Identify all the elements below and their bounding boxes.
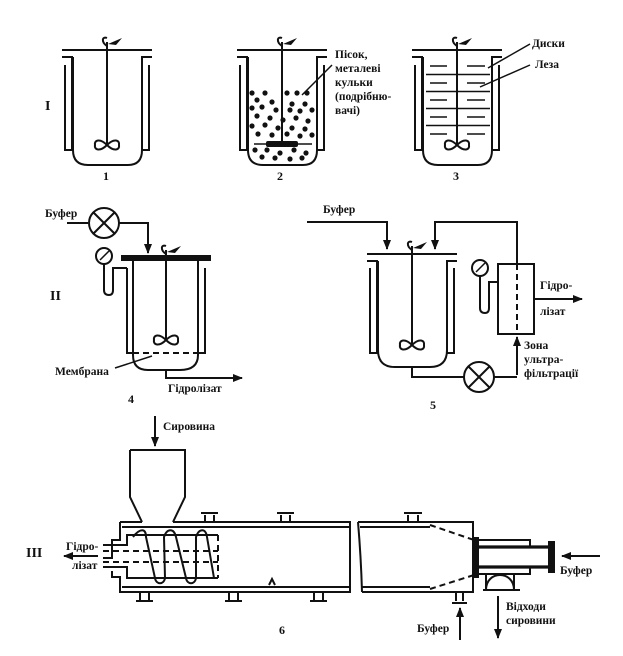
- row-label-1: I: [45, 99, 50, 114]
- row-label-2: II: [50, 289, 61, 304]
- pump-icon: [88, 207, 120, 239]
- blades-label: Леза: [535, 59, 559, 71]
- bead: [287, 156, 293, 162]
- bead: [294, 90, 300, 96]
- pressure-gauge-icon: [471, 259, 498, 315]
- bead: [302, 126, 308, 132]
- reactor-5-ultrafiltration: [307, 221, 583, 393]
- feed-label: Сировина: [163, 421, 215, 433]
- bead: [273, 107, 279, 113]
- svg-text:Відходи: Відходи: [506, 601, 546, 613]
- reactor-1: [62, 36, 152, 166]
- diagram-number-1: 1: [103, 169, 109, 183]
- row-label-3: III: [26, 546, 42, 561]
- bead: [280, 117, 286, 123]
- bead: [254, 113, 260, 119]
- svg-text:Пісок,: Пісок,: [335, 49, 368, 61]
- svg-text:ультра-: ультра-: [524, 354, 563, 366]
- diagram-number-4: 4: [128, 392, 134, 406]
- svg-text:кульки: кульки: [335, 77, 373, 89]
- bead: [297, 133, 303, 139]
- ultrafiltration-zone-label: Зона ультра- фільтрації: [524, 340, 579, 380]
- bead: [269, 99, 275, 105]
- motor-icon: [101, 36, 122, 47]
- bead: [259, 154, 265, 160]
- bead: [272, 155, 278, 161]
- bead: [291, 147, 297, 153]
- svg-text:Гідро-: Гідро-: [66, 541, 98, 553]
- svg-text:(подрібню-: (подрібню-: [335, 91, 391, 103]
- ultrafilter-unit: [497, 263, 535, 335]
- beads-fill: [249, 90, 315, 162]
- bead: [262, 122, 268, 128]
- diagram-number-5: 5: [430, 398, 436, 412]
- feed-hopper: [129, 449, 186, 523]
- svg-text:Зона: Зона: [524, 340, 548, 352]
- svg-text:Гідро-: Гідро-: [540, 280, 572, 292]
- bead: [254, 97, 260, 103]
- bead: [284, 131, 290, 137]
- buffer-label-5: Буфер: [323, 204, 355, 216]
- bead: [299, 155, 305, 161]
- svg-text:фільтрації: фільтрації: [524, 368, 579, 380]
- bead: [262, 90, 268, 96]
- bead: [267, 115, 273, 121]
- svg-text:лізат: лізат: [72, 560, 98, 572]
- buffer-label-4: Буфер: [45, 208, 77, 220]
- diagram-number-2: 2: [277, 169, 283, 183]
- bead: [297, 108, 303, 114]
- bead: [305, 118, 311, 124]
- screw-auger: [132, 529, 215, 585]
- pressure-gauge-icon: [95, 247, 127, 297]
- bead: [249, 105, 255, 111]
- bead: [302, 101, 308, 107]
- bead: [264, 147, 270, 153]
- buffer-label-bottom: Буфер: [417, 623, 449, 635]
- svg-text:сировини: сировини: [506, 615, 556, 627]
- reactor-4-membrane: [67, 207, 243, 382]
- hydrolysate-label-6: Гідро- лізат: [66, 541, 98, 572]
- bead: [284, 90, 290, 96]
- svg-text:лізат: лізат: [540, 306, 566, 318]
- bead: [249, 90, 255, 96]
- bead: [255, 131, 261, 137]
- bead: [303, 150, 309, 156]
- bead: [287, 107, 293, 113]
- waste-label: Відходи сировини: [506, 601, 556, 627]
- discs-and-blades: [426, 65, 490, 135]
- reactor-3-disc: [412, 36, 531, 166]
- bead: [293, 115, 299, 121]
- bead: [309, 132, 315, 138]
- bead: [289, 101, 295, 107]
- bead: [275, 125, 281, 131]
- impeller-icon: [93, 139, 121, 151]
- bead: [309, 107, 315, 113]
- bead: [259, 104, 265, 110]
- bead: [289, 125, 295, 131]
- hydrolysate-label-4: Гідролізат: [168, 383, 222, 395]
- membrane-label: Мембрана: [55, 366, 109, 378]
- pump-icon: [463, 361, 495, 393]
- bead: [277, 150, 283, 156]
- svg-text:вачі): вачі): [335, 105, 360, 117]
- reactor-2-bead-mill: [237, 36, 333, 166]
- beads-label: Пісок, металеві кульки (подрібню- вачі): [335, 49, 391, 117]
- diagram-number-3: 3: [453, 169, 459, 183]
- svg-text:металеві: металеві: [335, 63, 381, 75]
- buffer-label-right: Буфер: [560, 565, 592, 577]
- diagram-number-6: 6: [279, 623, 285, 637]
- bead: [252, 147, 258, 153]
- hydrolysate-label-5: Гідро- лізат: [540, 280, 572, 318]
- continuous-screw-reactor: [63, 416, 600, 640]
- discs-label: Диски: [532, 38, 565, 50]
- bead: [249, 123, 255, 129]
- bead: [269, 132, 275, 138]
